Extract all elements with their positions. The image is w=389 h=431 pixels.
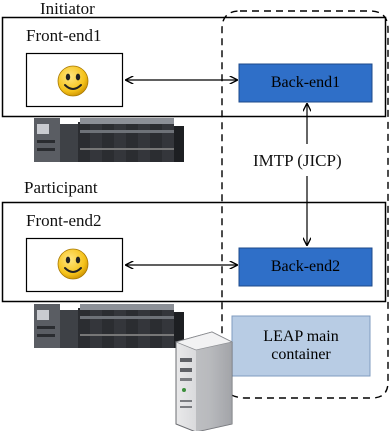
back-end-2-box xyxy=(238,247,373,287)
front-end-1-label: Front-end1 xyxy=(26,26,102,45)
plc-device-icon xyxy=(34,118,184,162)
initiator-label: Initiator xyxy=(40,0,95,18)
front-end-2-label: Front-end2 xyxy=(26,211,102,230)
smiley-icon xyxy=(57,248,89,280)
back-end-1-label: Back-end1 xyxy=(270,73,341,91)
back-end-1-box xyxy=(238,63,373,103)
front-end-1-box xyxy=(25,52,124,108)
protocol-label: IMTP (JICP) xyxy=(253,151,342,170)
main-container-label: LEAP main container xyxy=(263,327,339,363)
server-boundary xyxy=(221,10,389,399)
smiley-icon xyxy=(57,65,89,97)
server-icon xyxy=(174,331,234,431)
plc-device-icon xyxy=(34,304,184,348)
back-end-2-label: Back-end2 xyxy=(270,257,341,275)
participant-label: Participant xyxy=(24,178,98,197)
main-container-box xyxy=(231,315,371,377)
